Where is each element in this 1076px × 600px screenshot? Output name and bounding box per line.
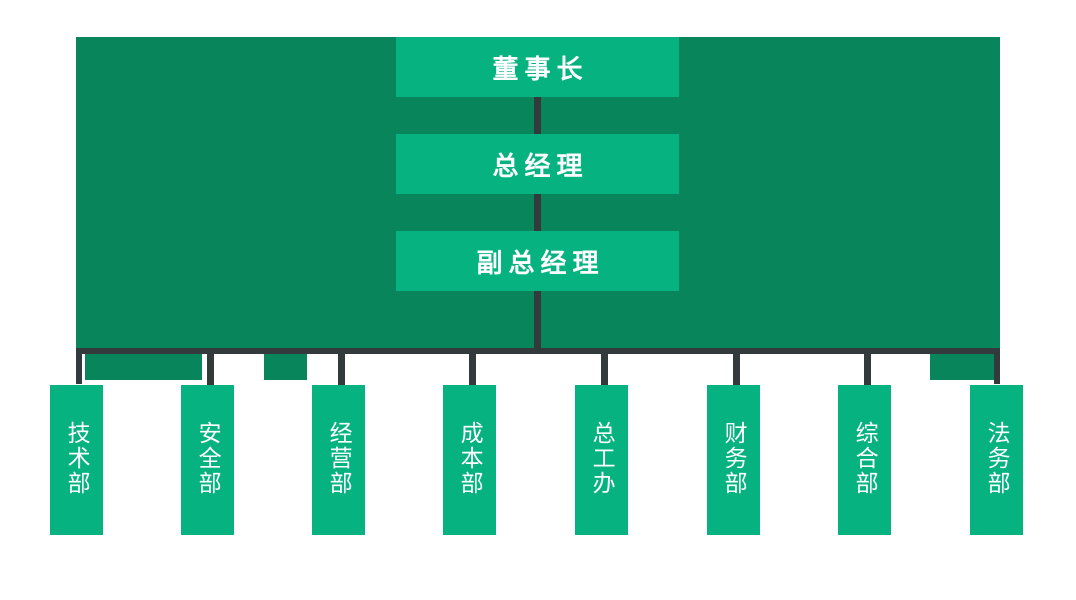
connector-chairman-to-gm — [534, 97, 541, 134]
node-department-3[interactable]: 经营部 — [312, 385, 365, 535]
node-deputy-general-manager[interactable]: 副总经理 — [396, 231, 679, 291]
node-general-manager-label: 总经理 — [492, 150, 589, 181]
node-department-6-label: 财务部 — [721, 420, 748, 496]
node-department-2[interactable]: 安全部 — [181, 385, 234, 535]
node-department-4-label: 成本部 — [457, 420, 484, 496]
node-department-6[interactable]: 财务部 — [707, 385, 760, 535]
connector-gm-to-deputy-gm — [534, 194, 541, 231]
node-department-7-label: 综合部 — [852, 420, 879, 496]
node-chairman-label: 董事长 — [492, 53, 589, 84]
connector-to-dept-3 — [338, 348, 345, 385]
node-department-5[interactable]: 总工办 — [575, 385, 628, 535]
connector-to-dept-6 — [733, 348, 740, 385]
node-department-1-label: 技术部 — [64, 420, 91, 496]
node-department-5-label: 总工办 — [589, 420, 616, 496]
connector-bus-left-end — [76, 348, 82, 384]
node-chairman[interactable]: 董事长 — [396, 37, 679, 97]
node-general-manager[interactable]: 总经理 — [396, 134, 679, 194]
node-department-7[interactable]: 综合部 — [838, 385, 891, 535]
node-department-2-label: 安全部 — [195, 420, 222, 496]
node-department-1[interactable]: 技术部 — [50, 385, 103, 535]
connector-horizontal-bus — [76, 348, 1000, 354]
connector-bus-right-end — [994, 348, 1000, 384]
node-department-4[interactable]: 成本部 — [443, 385, 496, 535]
connector-deputy-gm-to-bus — [534, 291, 541, 351]
connector-to-dept-7 — [864, 348, 871, 385]
connector-to-dept-5 — [601, 348, 608, 385]
connector-to-dept-4 — [469, 348, 476, 385]
node-deputy-general-manager-label: 副总经理 — [476, 247, 605, 278]
node-department-3-label: 经营部 — [326, 420, 353, 496]
connector-to-dept-2 — [207, 348, 214, 385]
node-department-8-label: 法务部 — [984, 420, 1011, 496]
node-department-8[interactable]: 法务部 — [970, 385, 1023, 535]
